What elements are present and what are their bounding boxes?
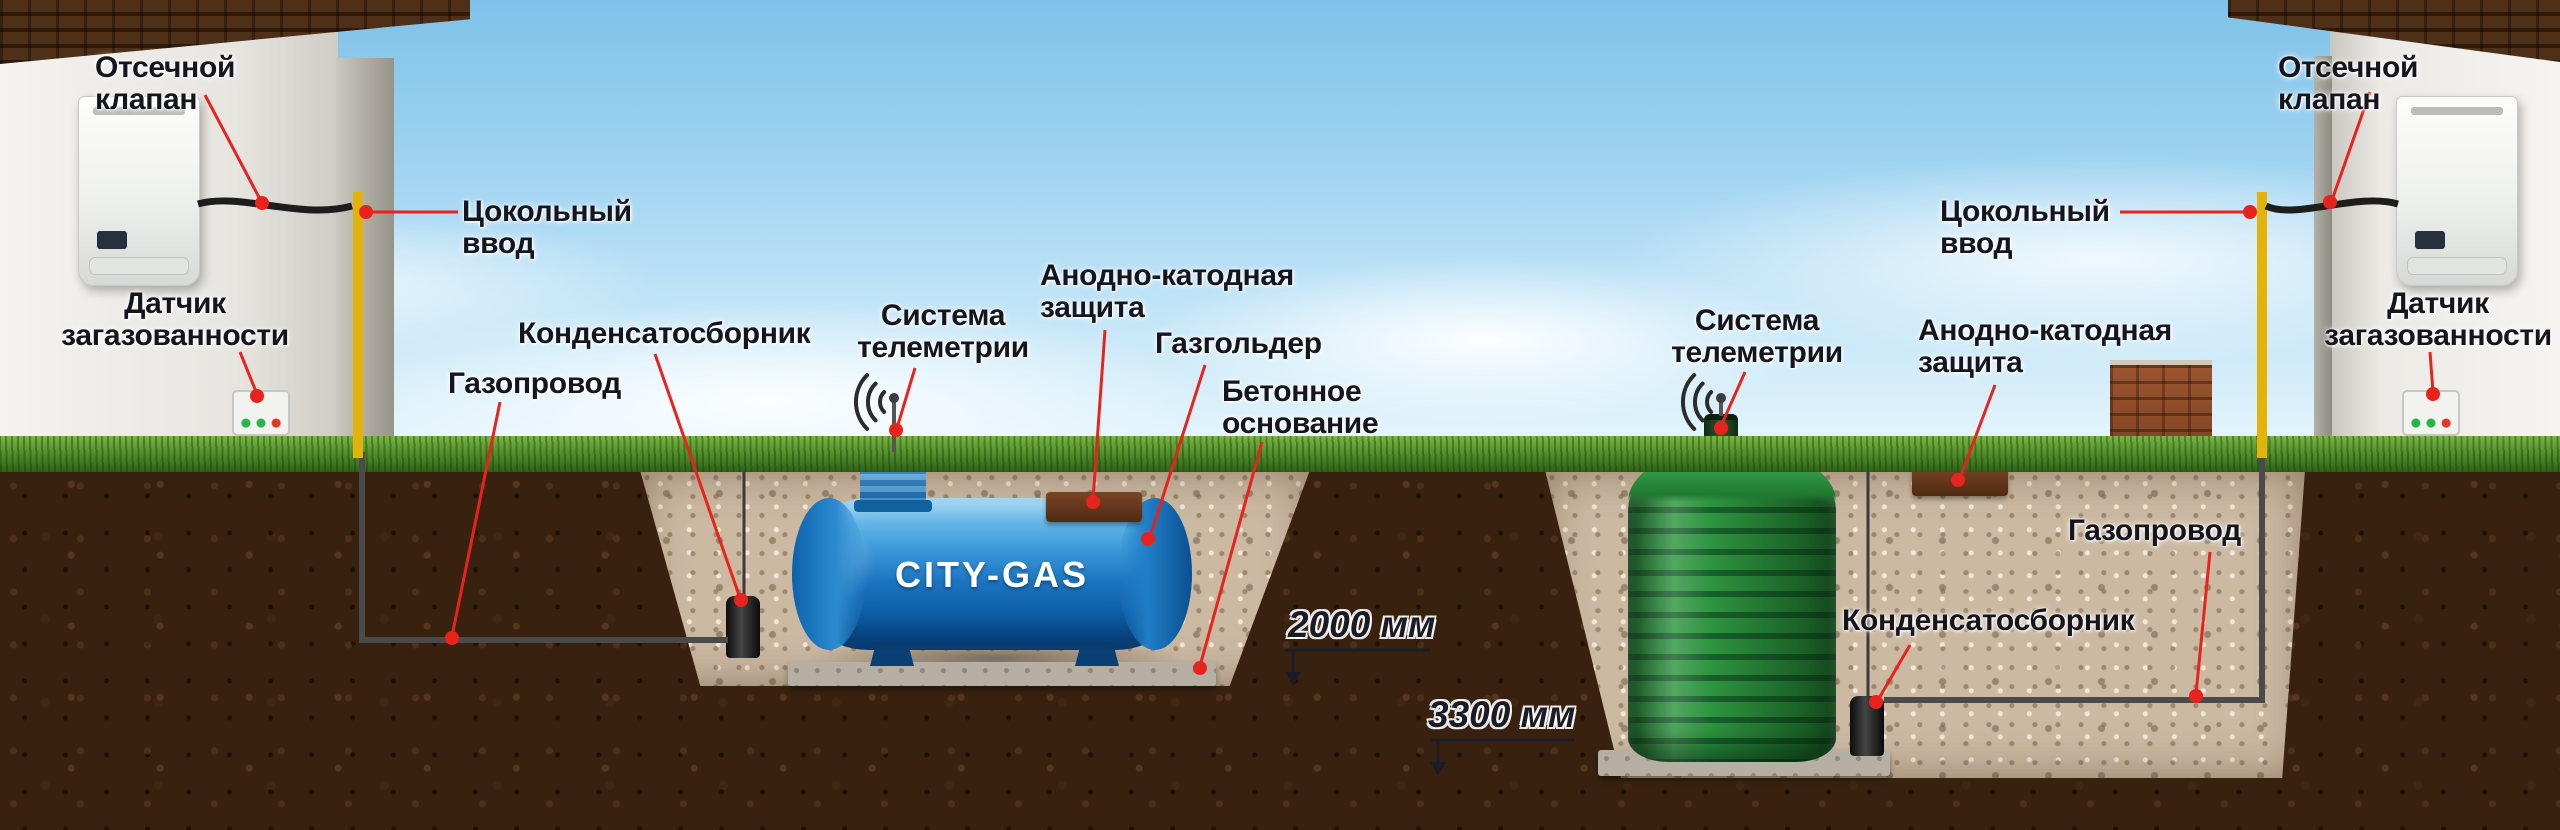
house-right-corner-trim (2314, 56, 2332, 470)
boiler-panel (2407, 257, 2507, 275)
gas-boiler-left (78, 96, 200, 286)
boiler-vent (2411, 107, 2503, 115)
tank-body (792, 498, 1192, 650)
tank-body (1628, 450, 1836, 762)
gasholder-tank-horizontal: CITY-GAS (792, 498, 1192, 650)
boiler-panel (89, 257, 189, 275)
label-condensate-collector-right: Конденсатосборник (1842, 604, 2135, 637)
label-telemetry-left: Система телеметрии (857, 299, 1029, 364)
label-shutoff-valve-left: Отсечной клапан (95, 51, 236, 116)
boiler-display (2415, 231, 2445, 249)
condensate-collector-device-right (1850, 696, 1884, 756)
label-gasholder-left: Газгольдер (1155, 327, 1322, 360)
condensate-collector-device-left (726, 596, 760, 658)
gasholder-tank-vertical (1628, 450, 1836, 762)
house-left-corner-pillar (336, 58, 394, 470)
tank-leg (870, 646, 914, 666)
boiler-display (97, 231, 127, 249)
label-telemetry-right: Система телеметрии (1671, 304, 1843, 369)
label-basement-inlet-left: Цокольный ввод (462, 195, 632, 260)
concrete-slab-right (1598, 750, 1890, 776)
label-concrete-base-left: Бетонное основание (1222, 375, 1379, 440)
tank-brand-label: CITY-GAS (894, 554, 1089, 595)
grass (0, 436, 2560, 472)
tank-leg (1075, 646, 1119, 666)
gas-boiler-right (2396, 96, 2518, 286)
depth-dimension-right: 3300 мм (1428, 694, 1576, 735)
label-gas-pipeline-left: Газопровод (448, 367, 621, 400)
label-gas-sensor-left: Датчик загазованности (61, 287, 289, 352)
label-gas-pipeline-right: Газопровод (2068, 514, 2241, 547)
label-anode-protection-right: Анодно-катодная защита (1918, 314, 2172, 379)
label-condensate-collector-left: Конденсатосборник (518, 317, 811, 350)
concrete-slab-left (788, 662, 1216, 686)
label-shutoff-valve-right: Отсечной клапан (2278, 51, 2419, 116)
label-gas-sensor-right: Датчик загазованности (2324, 287, 2552, 352)
gas-sensor-device-right (2402, 390, 2460, 436)
gas-sensor-device-left (232, 390, 290, 436)
label-anode-protection-left: Анодно-катодная защита (1040, 259, 1294, 324)
boiler-vent (93, 107, 185, 115)
anode-protection-box-left (1046, 492, 1142, 522)
depth-dimension-left: 2000 мм (1288, 604, 1436, 645)
label-basement-inlet-right: Цокольный ввод (1940, 195, 2110, 260)
